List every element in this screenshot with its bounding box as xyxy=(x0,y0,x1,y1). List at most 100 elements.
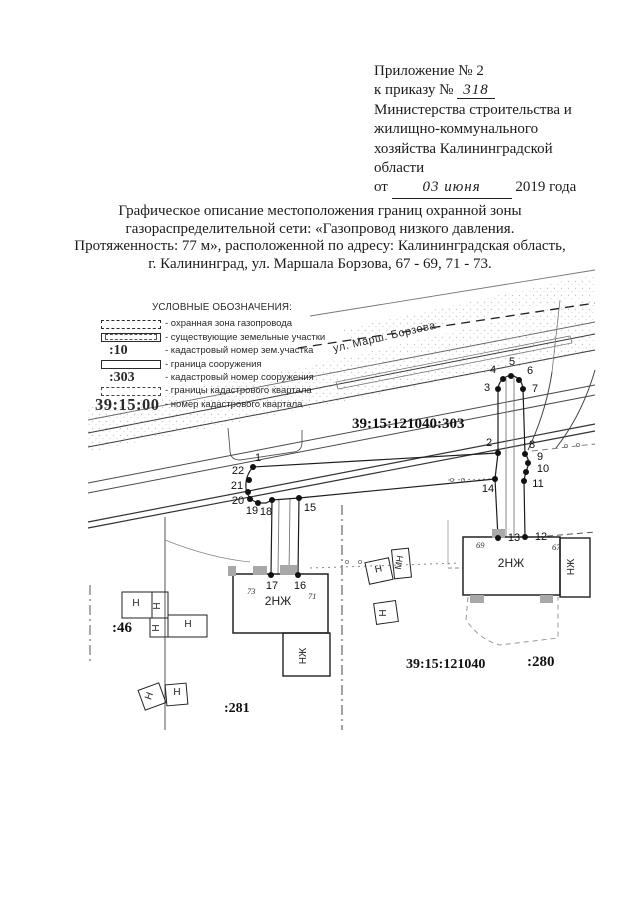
header-line-appendix: Приложение № 2 xyxy=(374,63,484,79)
building-outline-9 xyxy=(164,682,189,707)
cadastral-number-label-2: :281 xyxy=(224,701,250,716)
survey-point-label-19: 19 xyxy=(246,505,258,517)
survey-point-label-2: 2 xyxy=(486,437,492,449)
utility-mark-4 xyxy=(576,442,581,447)
header-line-ministry1: Министерства строительства и xyxy=(374,101,572,118)
legend-symbol-text-icon: :10 xyxy=(109,343,128,359)
legend-title: УСЛОВНЫЕ ОБОЗНАЧЕНИЯ: xyxy=(152,302,293,313)
building-label-10: Н xyxy=(173,687,180,698)
legend-label: - кадастровый номер зем.участка xyxy=(165,345,314,357)
curb-curve-5 xyxy=(335,335,573,390)
survey-point-label-11: 11 xyxy=(532,478,543,490)
house-number-label-3: 67 xyxy=(552,542,561,552)
survey-point-dot-22 xyxy=(246,477,252,483)
legend-label: - граница сооружения xyxy=(165,358,262,370)
building-label-5: Н xyxy=(132,598,139,609)
boundary-dashed-8 xyxy=(447,478,491,481)
house-number-label-1: 71 xyxy=(308,591,317,601)
porch-block-0 xyxy=(253,566,267,575)
building-label-2: НЖ xyxy=(298,647,309,664)
road-line-7 xyxy=(309,269,596,317)
building-outline-7 xyxy=(167,614,208,638)
survey-point-label-20: 20 xyxy=(232,495,244,507)
building-label-6: Н xyxy=(152,602,163,609)
survey-point-label-9: 9 xyxy=(537,451,543,463)
survey-point-dot-10 xyxy=(523,469,529,475)
building-label-8: Н xyxy=(184,619,191,630)
building-label-11: Н xyxy=(374,563,383,575)
survey-point-dot-18 xyxy=(269,497,275,503)
road-line-6 xyxy=(87,430,596,529)
survey-point-label-15: 15 xyxy=(304,502,316,514)
survey-point-label-8: 8 xyxy=(529,439,535,451)
legend-item-3: - граница сооружения xyxy=(95,358,330,371)
legend-item-1: - существующие земельные участки xyxy=(95,331,330,344)
curb-curve-2 xyxy=(551,299,561,373)
curb-curve-4 xyxy=(164,539,251,563)
cadastral-number-label-3: 39:15:121040 xyxy=(406,657,485,672)
boundary-dashed-2 xyxy=(309,562,461,569)
building-label-4: МН xyxy=(393,555,405,571)
boundary-dashed-0 xyxy=(297,302,596,349)
utility-mark-3 xyxy=(357,560,362,565)
legend-symbol-bigtext-icon: 39:15:00 xyxy=(95,394,160,414)
legend-label: - существующие земельные участки xyxy=(165,331,326,343)
protection-zone-line-11 xyxy=(494,452,499,480)
legend-item-4: :303 - кадастровый номер сооружения xyxy=(95,369,330,385)
building-label-9: Н xyxy=(143,691,156,702)
protection-zone-line-2 xyxy=(271,497,300,501)
curb-curve-3 xyxy=(227,427,303,461)
survey-point-label-1: 1 xyxy=(255,452,261,464)
survey-point-dot-1 xyxy=(250,464,256,470)
building-outline-3 xyxy=(559,537,591,598)
survey-point-label-12: 12 xyxy=(535,531,547,543)
document-title: Графическое описание местоположения гран… xyxy=(74,203,566,272)
survey-point-dot-2 xyxy=(495,450,501,456)
survey-point-dot-16 xyxy=(295,572,301,578)
protection-zone-line-9 xyxy=(523,453,530,482)
date-handwritten: 03 июня xyxy=(391,178,512,199)
survey-point-label-6: 6 xyxy=(527,365,533,377)
building-outline-8 xyxy=(137,682,167,711)
survey-point-label-13: 13 xyxy=(508,532,520,544)
survey-point-dot-9 xyxy=(525,460,531,466)
utility-mark-5 xyxy=(564,443,569,448)
porch-block-2 xyxy=(492,529,505,538)
porch-block-1 xyxy=(280,565,297,575)
legend-rows: - охранная зона газопровода- существующи… xyxy=(95,317,330,414)
legend-item-5: - границы кадастрового квартала xyxy=(95,384,330,397)
boundary-dashed-7 xyxy=(465,596,559,646)
road-line-2 xyxy=(87,349,596,448)
header-line-ministry4: области xyxy=(374,160,425,177)
survey-point-dot-6 xyxy=(516,377,522,383)
survey-point-dot-8 xyxy=(522,451,528,457)
survey-point-dot-7 xyxy=(520,386,526,392)
survey-point-label-10: 10 xyxy=(537,463,549,475)
order-number-handwritten: 318 xyxy=(457,82,495,100)
survey-point-dot-17 xyxy=(268,572,274,578)
map-legend: УСЛОВНЫЕ ОБОЗНАЧЕНИЯ: - охранная зона га… xyxy=(95,301,330,414)
protection-zone-line-12 xyxy=(494,478,499,539)
utility-mark-0 xyxy=(449,477,454,482)
building-label-12: Н xyxy=(378,609,389,616)
road-line-0 xyxy=(87,321,596,421)
header-line-ministry3: хозяйства Калининградской xyxy=(374,140,553,157)
building-outline-12 xyxy=(373,600,399,625)
building-label-0: 2НЖ xyxy=(265,594,291,608)
curb-curve-1 xyxy=(555,369,596,449)
survey-point-dot-15 xyxy=(296,495,302,501)
header-requisites: Приложение № 2 к приказу № 318 Министерс… xyxy=(374,62,604,199)
cadastral-number-label-1: :46 xyxy=(112,620,132,636)
road-stipple-0 xyxy=(88,298,595,452)
legend-symbol-text-icon: :303 xyxy=(109,369,135,385)
survey-point-dot-19 xyxy=(255,500,261,506)
protection-zone-line-3 xyxy=(298,478,496,499)
legend-symbol-quarter-icon xyxy=(95,386,165,396)
survey-point-label-14: 14 xyxy=(482,483,494,495)
survey-point-dot-4 xyxy=(500,376,506,382)
legend-symbol-structure-icon xyxy=(95,359,165,369)
survey-point-label-16: 16 xyxy=(294,580,306,592)
legend-label: - кадастровый номер сооружения xyxy=(165,371,314,383)
